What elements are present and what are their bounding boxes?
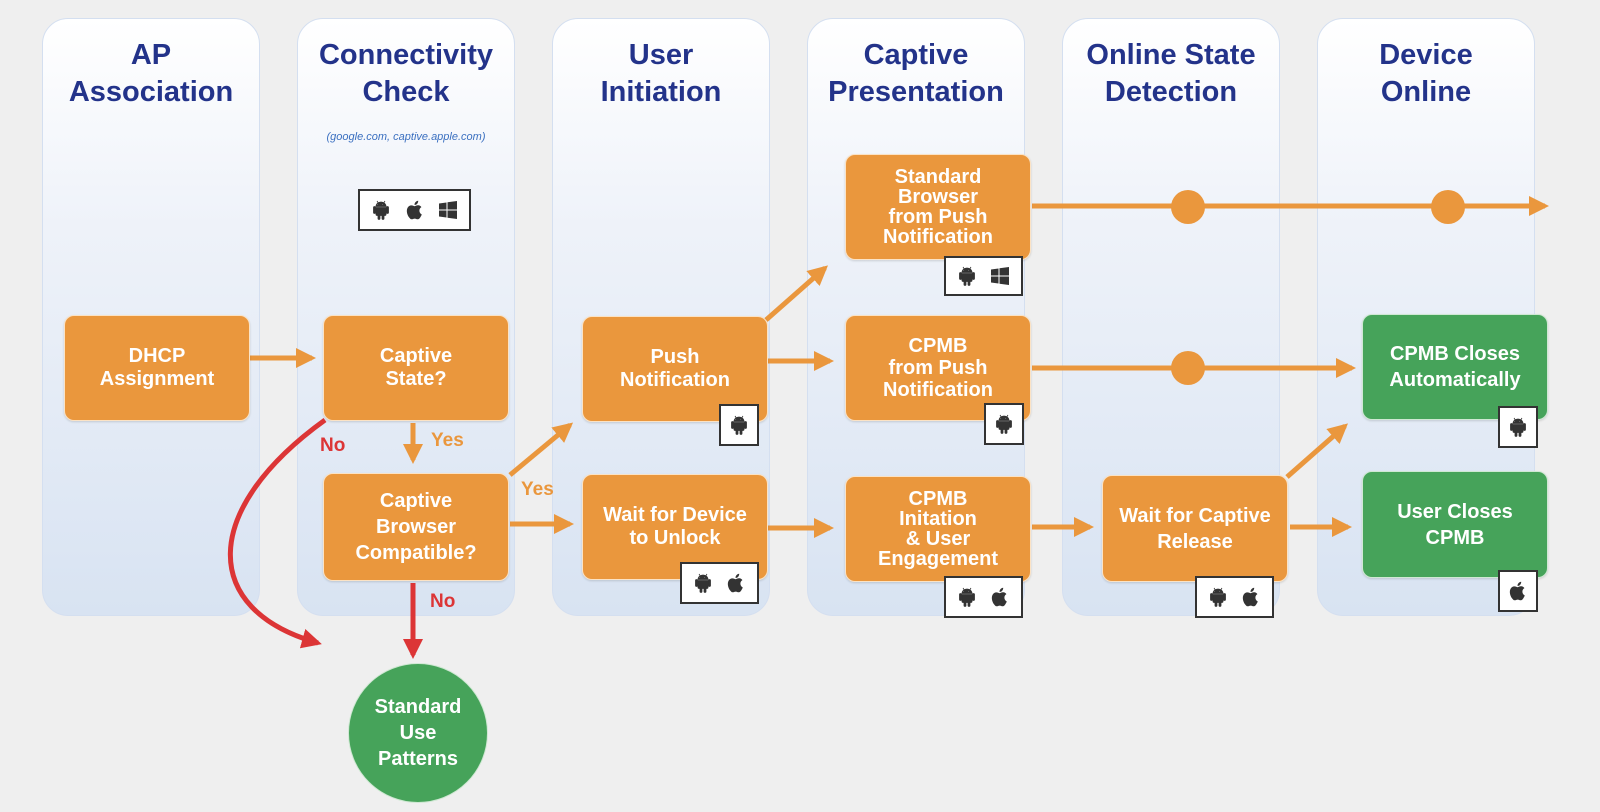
arrow-captive-state-no xyxy=(227,417,327,649)
platform-badge xyxy=(1195,576,1274,618)
platform-badge xyxy=(944,256,1023,296)
platform-badge xyxy=(984,403,1024,445)
android-icon xyxy=(1206,585,1230,609)
apple-icon xyxy=(724,571,748,595)
apple-icon xyxy=(1506,579,1530,603)
lane-title: Captive Presentation xyxy=(828,39,1004,108)
dot-online-detection-1 xyxy=(1171,190,1205,224)
platform-badge xyxy=(1498,570,1538,612)
arrow-browser-to-push xyxy=(508,422,574,477)
node-cpmb-initiation-engagement: CPMB Initation & User Engagement xyxy=(845,476,1031,582)
lane-title: Device Online xyxy=(1379,39,1473,108)
android-icon xyxy=(1506,415,1530,439)
platform-badge xyxy=(358,189,471,231)
node-label: CPMB Closes Automatically xyxy=(1389,343,1521,391)
dot-device-online-1 xyxy=(1431,190,1465,224)
apple-icon xyxy=(403,198,427,222)
lane-title: User Initiation xyxy=(600,39,722,108)
node-label: Captive Browser Compatible? xyxy=(355,490,477,564)
node-push-notification: Push Notification xyxy=(582,316,768,422)
platform-badge xyxy=(719,404,759,446)
platform-badge xyxy=(1498,406,1538,448)
apple-icon xyxy=(988,585,1012,609)
node-label: Wait for Captive Release xyxy=(1119,504,1271,553)
node-standard-use-patterns: Standard Use Patterns xyxy=(348,663,488,803)
android-icon xyxy=(955,264,979,288)
node-label: Push Notification xyxy=(620,346,730,391)
edge-label-yes: Yes xyxy=(431,430,464,451)
node-label: Captive State? xyxy=(379,345,453,390)
arrow-release-to-cpmb-closes xyxy=(1285,423,1349,479)
arrow-push-to-standard-browser xyxy=(764,265,829,322)
lane-title: Connectivity Check xyxy=(318,39,494,108)
android-icon xyxy=(727,413,751,437)
node-dhcp-assignment: DHCP Assignment xyxy=(64,315,250,421)
platform-badge xyxy=(944,576,1023,618)
edge-label-yes: Yes xyxy=(521,479,554,500)
node-standard-browser-from-push: Standard Browser from Push Notification xyxy=(845,154,1031,260)
android-icon xyxy=(955,585,979,609)
node-cpmb-closes-automatically: CPMB Closes Automatically xyxy=(1362,314,1548,420)
node-label: DHCP Assignment xyxy=(99,345,215,390)
node-captive-state: Captive State? xyxy=(323,315,509,421)
lane-subtitle: (google.com, captive.apple.com) xyxy=(326,131,486,143)
edge-label-no: No xyxy=(320,435,346,456)
node-label: CPMB Initation & User Engagement xyxy=(877,488,999,570)
node-label: Standard Browser from Push Notification xyxy=(883,166,993,248)
android-icon xyxy=(691,571,715,595)
android-icon xyxy=(369,198,393,222)
lane-title: AP Association xyxy=(68,39,234,108)
android-icon xyxy=(992,412,1016,436)
dot-online-detection-2 xyxy=(1171,351,1205,385)
edge-label-no: No xyxy=(430,591,456,612)
windows-icon xyxy=(988,264,1012,288)
windows-icon xyxy=(436,198,460,222)
node-captive-browser-compatible: Captive Browser Compatible? xyxy=(323,473,509,581)
node-label: Wait for Device to Unlock xyxy=(603,504,747,549)
node-label: Standard Use Patterns xyxy=(374,696,462,770)
apple-icon xyxy=(1239,585,1263,609)
node-user-closes-cpmb: User Closes CPMB xyxy=(1362,471,1548,578)
platform-badge xyxy=(680,562,759,604)
node-label: User Closes CPMB xyxy=(1397,500,1513,549)
lane-title: Online State Detection xyxy=(1086,39,1256,108)
node-wait-for-captive-release: Wait for Captive Release xyxy=(1102,475,1288,582)
node-label: CPMB from Push Notification xyxy=(883,335,993,401)
